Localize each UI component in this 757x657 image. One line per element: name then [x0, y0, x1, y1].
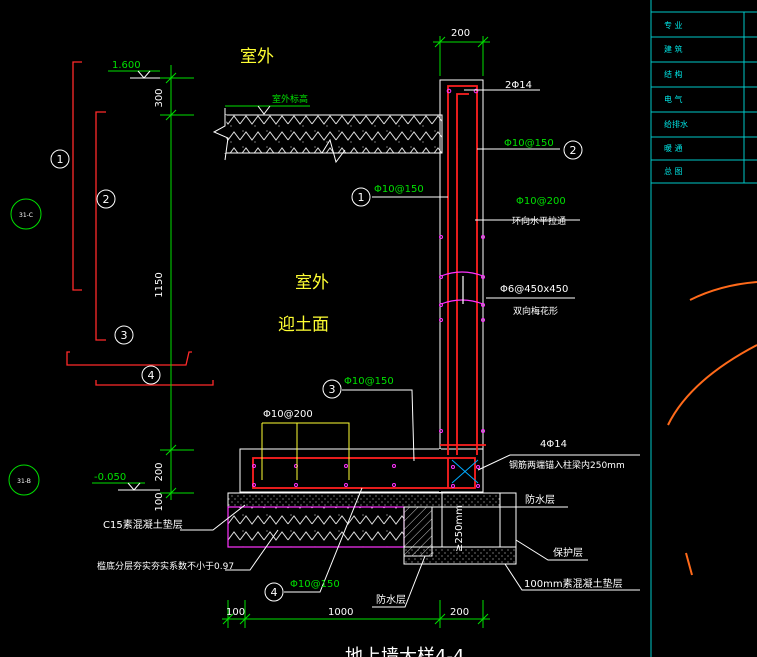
elevation-top: 1.600	[108, 60, 160, 79]
svg-text:2Φ14: 2Φ14	[505, 80, 532, 91]
svg-text:槛底分层夯实夯实系数不小于0.97: 槛底分层夯实夯实系数不小于0.97	[97, 560, 234, 572]
svg-text:2: 2	[570, 144, 577, 157]
svg-text:防水层: 防水层	[376, 593, 406, 606]
note-soil: 槛底分层夯实夯实系数不小于0.97	[97, 529, 279, 572]
tb-row-6: 总 图	[664, 166, 683, 176]
dim-depth-250: ≥250mm	[454, 505, 465, 552]
tb-row-0: 专 业	[664, 20, 683, 30]
annotation-r3: 3 Φ10@150	[322, 376, 415, 462]
bottom-dimension	[222, 36, 490, 628]
annotation-r1: 1 Φ10@150	[351, 184, 448, 207]
svg-text:4: 4	[271, 586, 278, 599]
dim-300: 300	[154, 88, 165, 107]
annotation-horizontal: Φ10@200 环向水平拉通	[475, 196, 580, 227]
svg-text:Φ10@200: Φ10@200	[516, 196, 566, 207]
svg-text:4: 4	[148, 369, 155, 382]
dim-bottom-right: 200	[450, 607, 469, 618]
svg-text:4Φ14: 4Φ14	[540, 439, 567, 450]
svg-text:环向水平拉通: 环向水平拉通	[512, 215, 566, 227]
svg-text:双向梅花形: 双向梅花形	[513, 305, 558, 317]
marker-4: 4	[141, 365, 161, 385]
svg-text:1: 1	[358, 191, 365, 204]
svg-text:Φ10@150: Φ10@150	[504, 138, 554, 149]
dim-100: 100	[154, 492, 165, 511]
annotation-top-bars: 2Φ14	[464, 80, 540, 91]
outdoor-label: 室外	[295, 273, 329, 293]
dim-1150: 1150	[154, 272, 165, 297]
note-protect-layer: 保护层	[515, 539, 588, 561]
svg-text:钢筋两端锚入柱梁内250mm: 钢筋两端锚入柱梁内250mm	[509, 459, 625, 471]
retaining-wall	[239, 79, 484, 493]
corner-cross	[451, 459, 479, 484]
dim-top-width: 200	[451, 28, 470, 39]
foundation	[227, 492, 517, 565]
dim-bottom-mid: 1000	[328, 607, 353, 618]
outdoor-label-top: 室外	[240, 47, 274, 67]
wall-rebar	[252, 85, 486, 489]
annotation-base-top: Φ10@200	[261, 409, 350, 480]
svg-text:Φ10@150: Φ10@150	[290, 579, 340, 590]
svg-text:保护层: 保护层	[553, 546, 583, 559]
svg-text:Φ10@150: Φ10@150	[374, 184, 424, 195]
tb-row-5: 暖 通	[664, 143, 683, 153]
soil-face-label: 迎土面	[278, 315, 329, 335]
dim-bottom-left: 100	[226, 607, 245, 618]
tb-row-3: 电 气	[664, 94, 683, 104]
note-cushion: C15素混凝土垫层	[103, 504, 246, 531]
tb-row-1: 建 筑	[664, 44, 683, 54]
orange-arcs	[667, 281, 757, 576]
level-bars	[66, 61, 214, 386]
svg-text:防水层: 防水层	[525, 493, 555, 506]
outdoor-grade-label: 室外标高	[272, 93, 308, 105]
svg-text:100mm素混凝土垫层: 100mm素混凝土垫层	[524, 577, 623, 590]
svg-text:31-C: 31-C	[19, 212, 33, 219]
note-cushion-100: 100mm素混凝土垫层	[504, 563, 640, 591]
tb-row-2: 结 构	[664, 69, 683, 79]
svg-text:1: 1	[57, 153, 64, 166]
dim-200: 200	[154, 462, 165, 481]
svg-text:3: 3	[329, 383, 336, 396]
marker-1: 1	[50, 149, 70, 169]
svg-text:-0.050: -0.050	[94, 472, 126, 483]
svg-text:C15素混凝土垫层: C15素混凝土垫层	[103, 518, 183, 531]
elevation-bottom: -0.050	[92, 472, 160, 491]
outdoor-ground-slab: 室外标高	[212, 93, 443, 164]
axis-bubble-bottom: 31-B	[8, 464, 40, 496]
title-block: 专 业 建 筑 结 构 电 气 给排水 暖 通 总 图	[650, 0, 757, 657]
svg-text:Φ10@200: Φ10@200	[263, 409, 313, 420]
svg-text:31-B: 31-B	[17, 478, 31, 485]
svg-text:2: 2	[103, 193, 110, 206]
axis-bubble-top: 31-C	[10, 198, 42, 230]
tie-bars	[440, 271, 484, 305]
note-waterproof-bottom: 防水层	[372, 555, 426, 608]
annotation-corner: 4Φ14 钢筋两端锚入柱梁内250mm	[477, 439, 640, 471]
tb-row-4: 给排水	[664, 119, 688, 129]
vertical-dimension	[160, 65, 194, 500]
svg-text:1.600: 1.600	[112, 60, 141, 71]
note-waterproof-right: 防水层	[500, 493, 568, 508]
annotation-ties: Φ6@450x450 双向梅花形	[486, 284, 575, 317]
drawing-title: 地上墙大样4-4	[345, 646, 464, 657]
annotation-r2: 2 Φ10@150	[477, 138, 583, 160]
marker-3: 3	[114, 325, 134, 345]
svg-text:3: 3	[121, 329, 128, 342]
svg-text:Φ10@150: Φ10@150	[344, 376, 394, 387]
svg-text:Φ6@450x450: Φ6@450x450	[500, 284, 568, 295]
annotation-r4: 4 Φ10@150	[264, 487, 363, 602]
rebar-dots	[252, 88, 485, 488]
marker-2: 2	[96, 189, 116, 209]
